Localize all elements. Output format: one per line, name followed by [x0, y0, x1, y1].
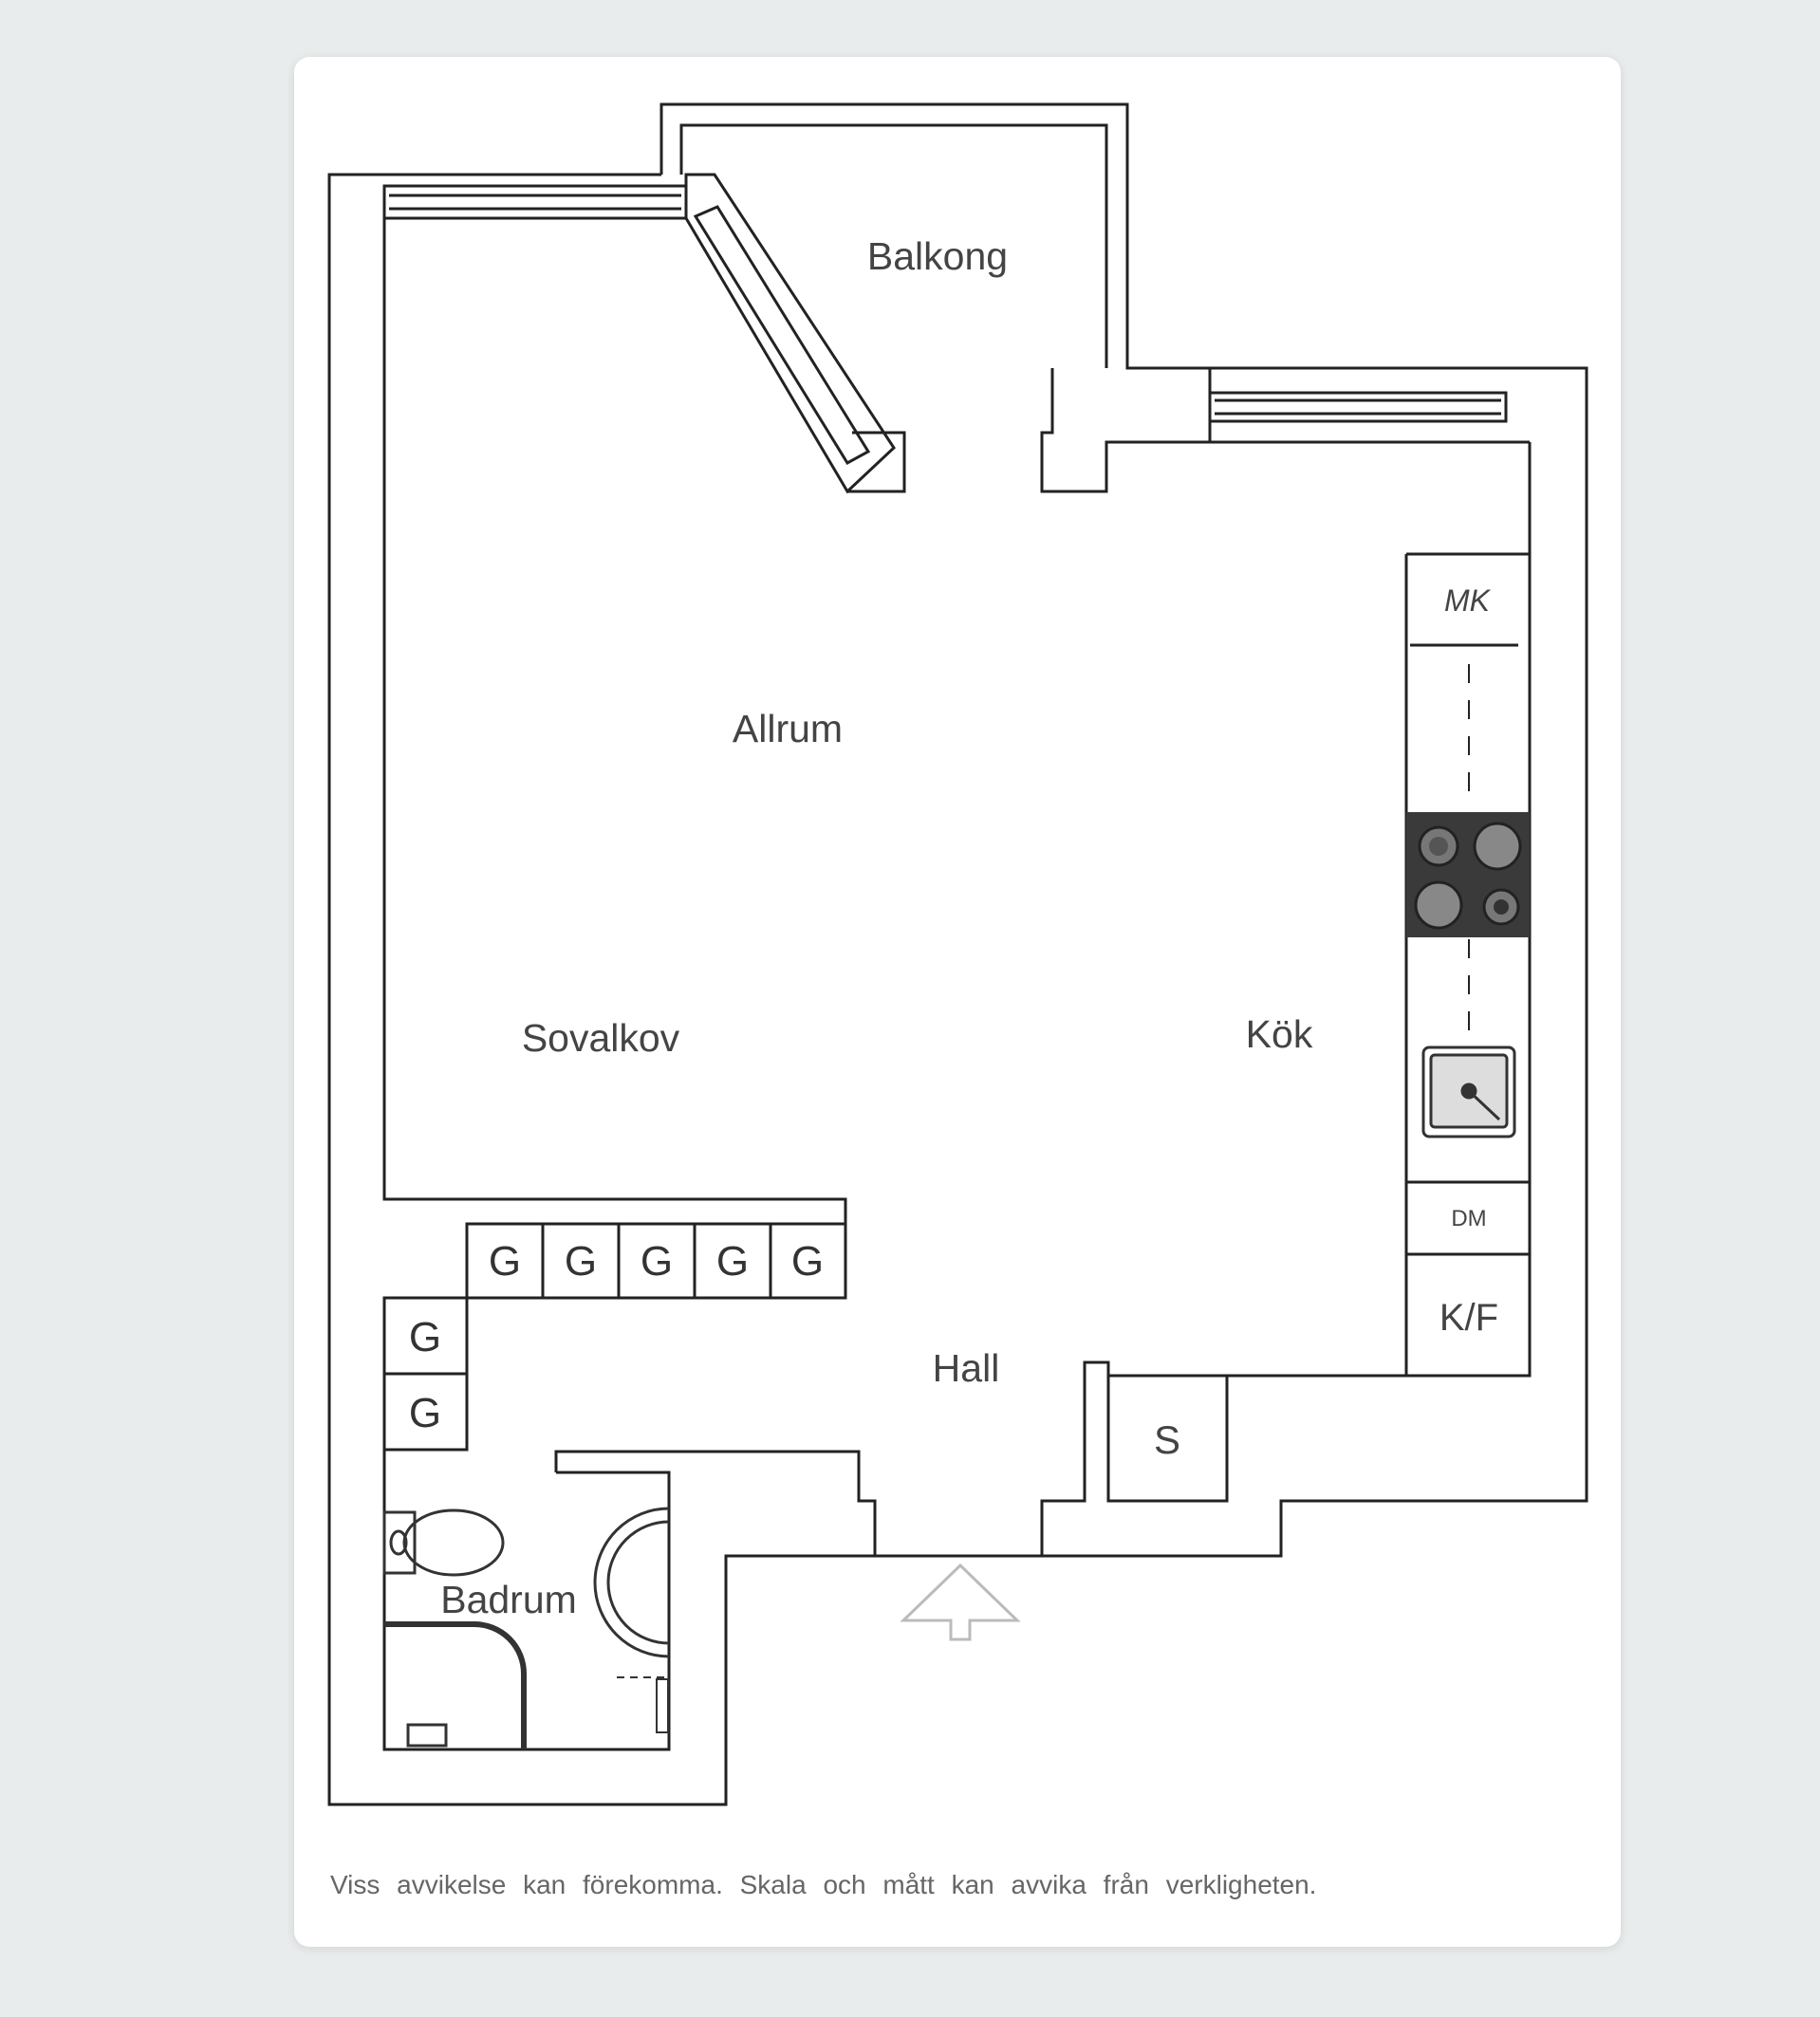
- basin-icon: [593, 1507, 670, 1678]
- inner-wall-hall: [554, 1450, 877, 1556]
- wardrobe-label: G: [409, 1390, 441, 1436]
- wardrobe-label: G: [409, 1314, 441, 1360]
- label-storage: S: [1154, 1417, 1180, 1462]
- room-label-badrum: Badrum: [440, 1578, 577, 1621]
- entrance-arrow-icon: [900, 1563, 1021, 1641]
- room-label-balkong: Balkong: [867, 234, 1008, 278]
- wardrobe-label: G: [791, 1238, 824, 1285]
- label-fridge-freezer: K/F: [1439, 1297, 1498, 1339]
- wardrobe-label: G: [641, 1238, 673, 1285]
- inner-wall-right: [1040, 442, 1532, 1556]
- bathroom-wall: [382, 1471, 671, 1751]
- room-label-allrum: Allrum: [733, 707, 843, 750]
- label-microwave: MK: [1444, 583, 1492, 618]
- disclaimer-text: Viss avvikelse kan förekomma. Skala och …: [330, 1870, 1316, 1899]
- room-label-hall: Hall: [933, 1346, 1000, 1390]
- stove-icon: [1406, 812, 1530, 937]
- shower-icon: [384, 1621, 527, 1749]
- label-dishwasher: DM: [1451, 1206, 1486, 1231]
- balcony-inner: [679, 123, 1108, 368]
- toilet-icon: [382, 1508, 505, 1577]
- window-top-left: [382, 184, 688, 220]
- floor-plan-card: [294, 57, 1621, 1947]
- balcony-pillar: [1040, 368, 1530, 493]
- wardrobe-label: G: [716, 1238, 749, 1285]
- storage-box: [1106, 1374, 1229, 1503]
- outer-wall: [327, 102, 1588, 1806]
- window-right: [1208, 391, 1508, 423]
- balcony-pillar-left: [847, 431, 906, 493]
- window-diagonal: [684, 173, 896, 494]
- wardrobe-label: G: [565, 1238, 597, 1285]
- room-label-kok: Kök: [1246, 1012, 1313, 1056]
- wardrobe-label: G: [489, 1238, 521, 1285]
- sink-icon: [1421, 1046, 1516, 1138]
- room-label-sovalkov: Sovalkov: [522, 1016, 680, 1060]
- inner-wall: [382, 218, 847, 1224]
